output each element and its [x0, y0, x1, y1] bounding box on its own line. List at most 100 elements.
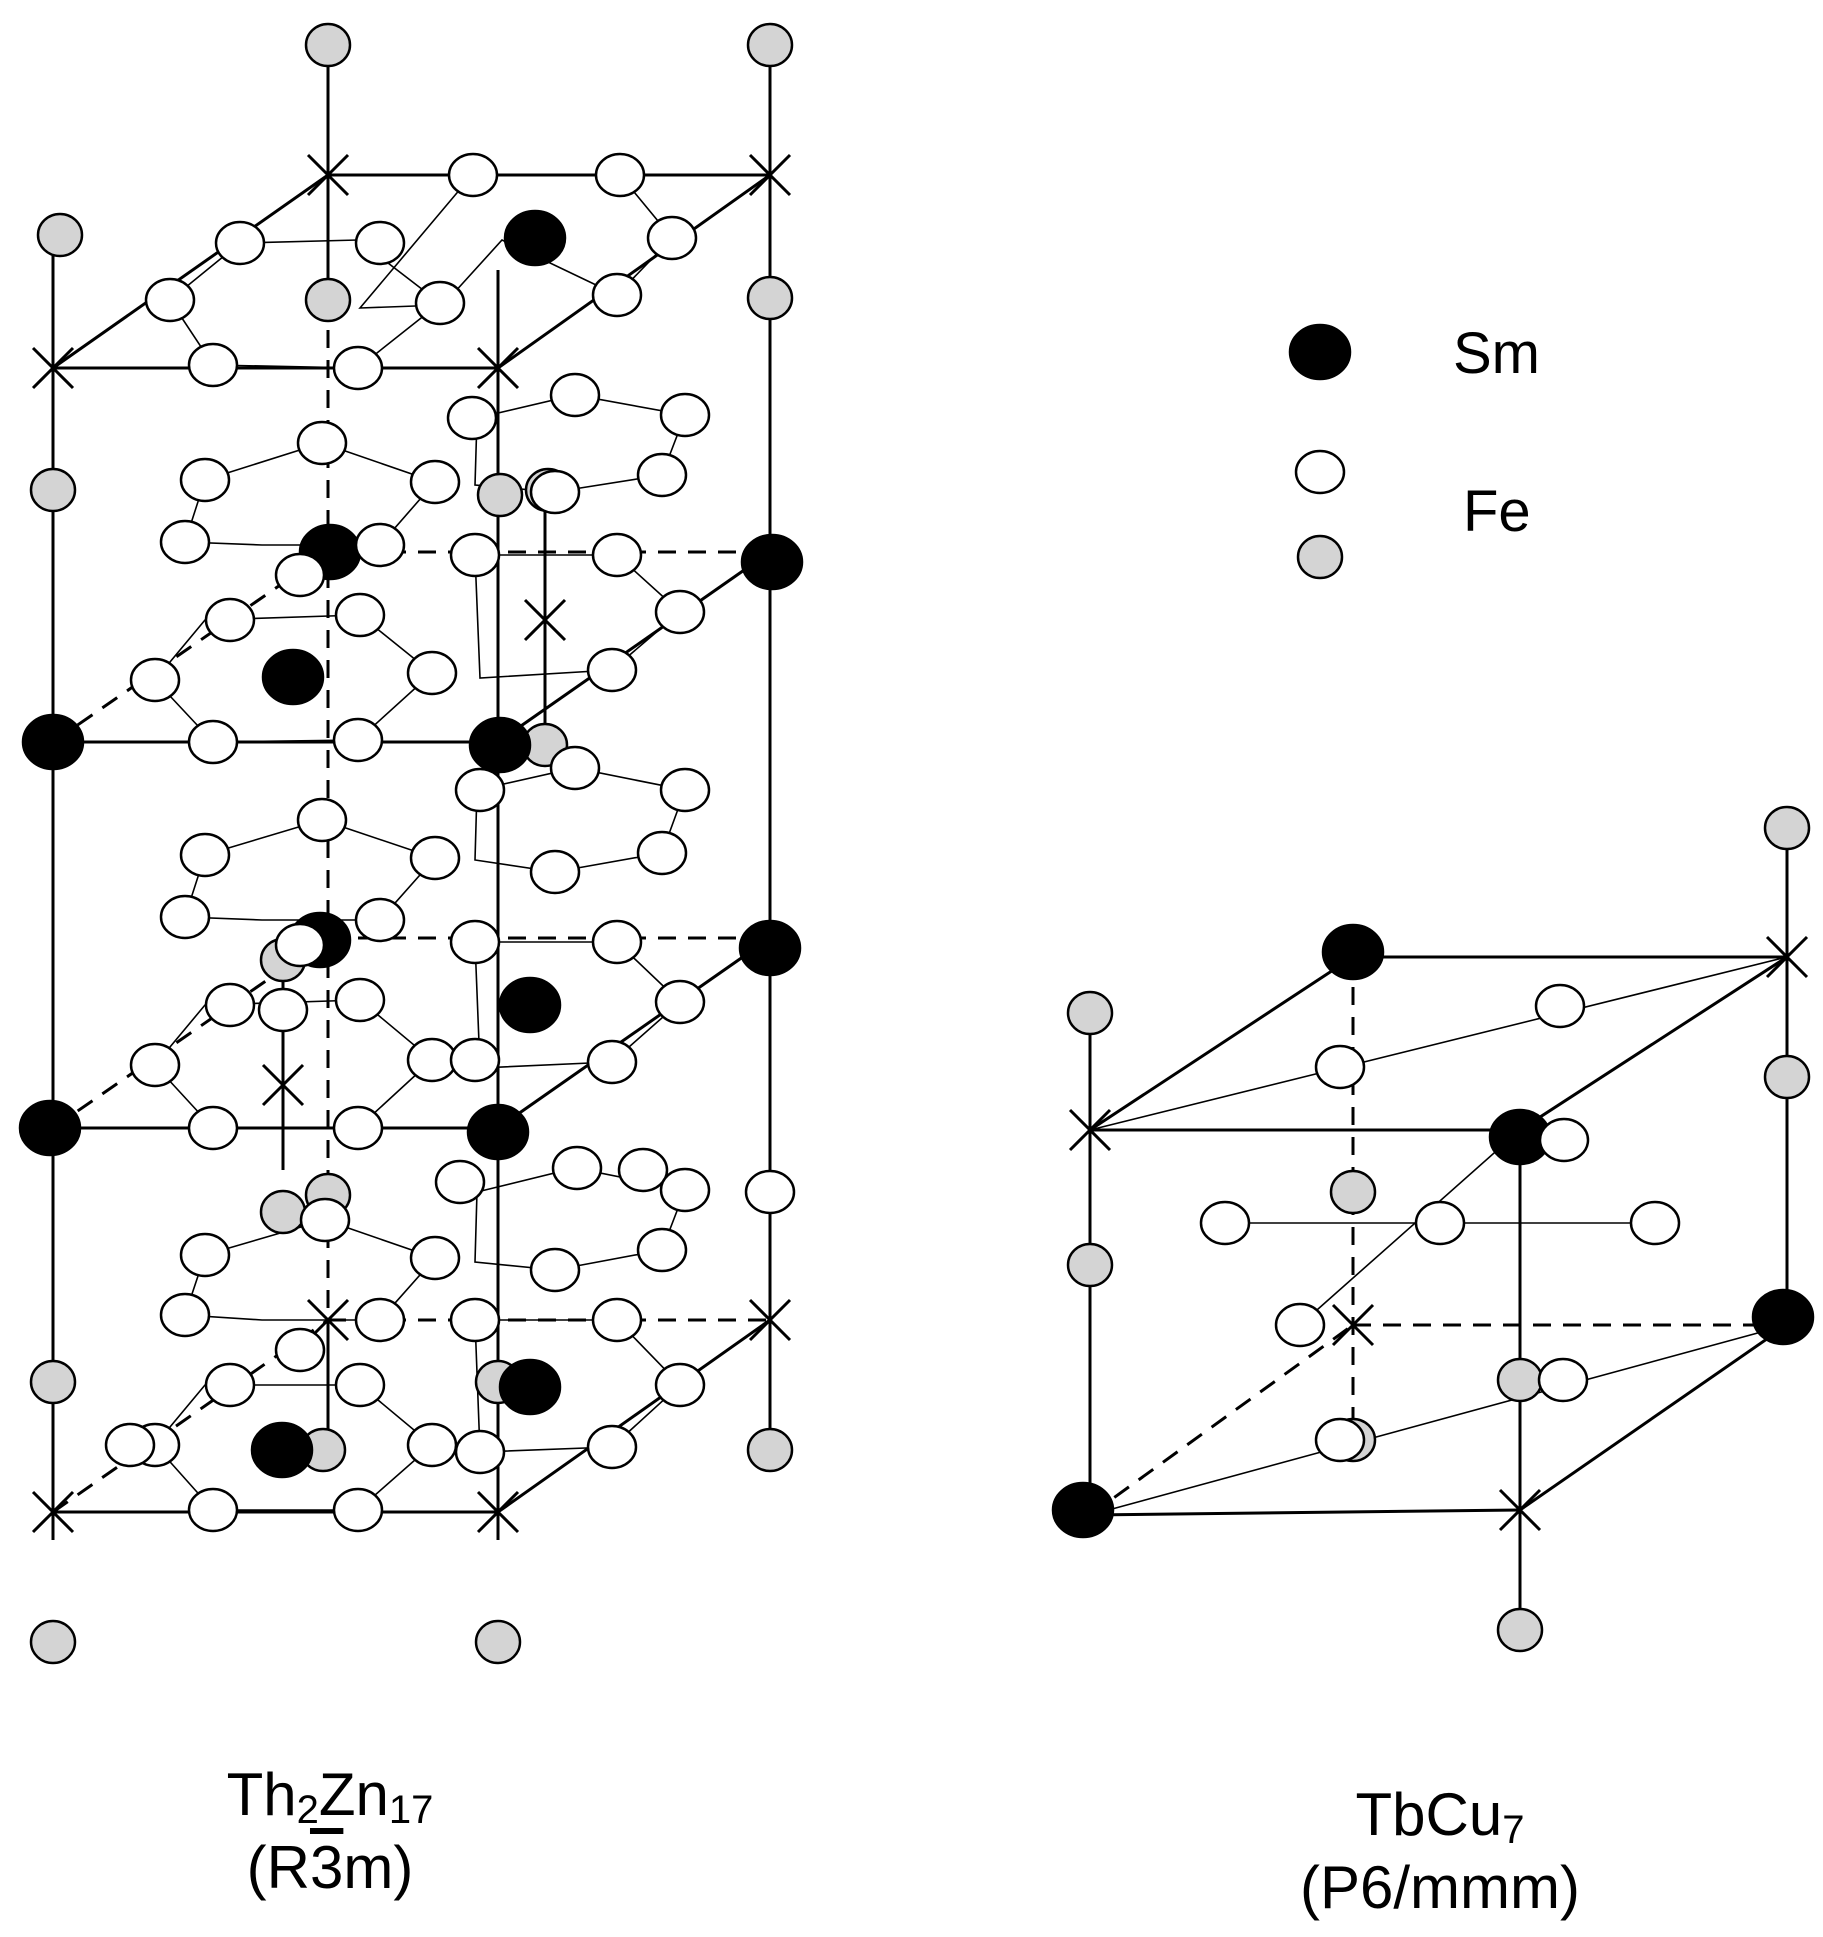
- cross-markers: [31, 153, 1809, 1534]
- fe-atom-white: [654, 1362, 706, 1408]
- fe-atom-white: [296, 420, 348, 466]
- fe-atom-white: [586, 647, 638, 693]
- fe-atom-white: [257, 987, 309, 1033]
- fe-atom-white: [591, 919, 643, 965]
- fe-atom-white: [1199, 1200, 1251, 1246]
- fe-atom-white: [129, 1042, 181, 1088]
- cross-marker: [476, 346, 520, 390]
- tbcu7-space-group: (P6/mmm): [1300, 1854, 1580, 1921]
- fe-atom-white: [591, 272, 643, 318]
- bond-line: [1089, 1323, 1354, 1517]
- cross-marker: [476, 1490, 520, 1534]
- fe-atom-white: [744, 1169, 796, 1215]
- fe-atom-gray: [29, 1359, 77, 1405]
- fe-atom-white: [179, 832, 231, 878]
- fe-atom-white: [187, 719, 239, 765]
- fe-atom-white: [332, 345, 384, 391]
- bond-line: [497, 936, 771, 1130]
- fe-atom-white: [354, 1297, 406, 1343]
- fe-atom-white: [354, 522, 406, 568]
- fe-atom-gray: [304, 22, 352, 68]
- fe-atom-white: [449, 919, 501, 965]
- sm-atom: [466, 1103, 530, 1161]
- fe-atom-white: [274, 922, 326, 968]
- sm-atom: [740, 533, 804, 591]
- fe-atom-white: [144, 277, 196, 323]
- fe-atom-gray: [36, 212, 84, 258]
- cross-marker: [748, 153, 792, 197]
- fe-atom-white: [654, 589, 706, 635]
- fe-atom-white: [449, 1037, 501, 1083]
- fe-atom-white: [446, 395, 498, 441]
- fe-atom-gray: [1763, 1054, 1811, 1100]
- cross-marker: [31, 1490, 75, 1534]
- cross-marker: [523, 598, 567, 642]
- fe-atom-white: [204, 982, 256, 1028]
- fe-atom-white: [409, 459, 461, 505]
- fe-atom-gray: [1763, 805, 1811, 851]
- fe-atom-white: [529, 469, 581, 515]
- bond-line: [497, 173, 771, 370]
- fe-atom-white: [447, 152, 499, 198]
- fe-atom-white: [334, 592, 386, 638]
- fe-atom-white: [1414, 1200, 1466, 1246]
- fe-atom-white: [594, 152, 646, 198]
- bond-line: [1519, 955, 1788, 1132]
- fe-atom-gray: [1066, 990, 1114, 1036]
- fe-atom-white: [454, 767, 506, 813]
- fe-atom-gray: [746, 1427, 794, 1473]
- legend-fe-label: Fe: [1463, 479, 1531, 544]
- cross-marker: [31, 346, 75, 390]
- fe-ring: [474, 554, 682, 679]
- fe-atom-white: [636, 1227, 688, 1273]
- fe-atom-white: [549, 745, 601, 791]
- fe-atom-white: [104, 1422, 156, 1468]
- fe-atom-white: [529, 1247, 581, 1293]
- legend-sm-label: Sm: [1453, 321, 1540, 386]
- fe-atom-white: [296, 797, 348, 843]
- fe-atom-white: [299, 1197, 351, 1243]
- sm-atom: [18, 1099, 82, 1157]
- fe-atom-white: [159, 1292, 211, 1338]
- fe-atom-white: [354, 897, 406, 943]
- cross-marker: [748, 1298, 792, 1342]
- sm-atom: [503, 209, 567, 267]
- fe-atom-white: [1314, 1417, 1366, 1463]
- fe-atom-white: [654, 979, 706, 1025]
- fe-atom-white: [549, 372, 601, 418]
- fe-atom-gray: [746, 275, 794, 321]
- fe-atom-gray: [1296, 534, 1344, 580]
- fe-atom-white: [636, 452, 688, 498]
- fe-atom-white: [187, 1487, 239, 1533]
- fe-atom-white: [586, 1424, 638, 1470]
- bond-line: [1089, 1508, 1521, 1517]
- fe-atom-white: [179, 457, 231, 503]
- sm-atom: [738, 919, 802, 977]
- sm-atom: [1051, 1481, 1115, 1539]
- sm-atom: [250, 1421, 314, 1479]
- tbcu7-formula: TbCu7: [1355, 1781, 1525, 1852]
- fe-atom-gray: [1496, 1607, 1544, 1653]
- cross-marker: [306, 153, 350, 197]
- fe-atom-white: [334, 1362, 386, 1408]
- fe-atom-gray: [1496, 1357, 1544, 1403]
- sm-atom: [1321, 923, 1385, 981]
- fe-atom-gray: [474, 1619, 522, 1665]
- fe-atom-white: [409, 1235, 461, 1281]
- fe-atom-white: [334, 977, 386, 1023]
- fe-atom-white: [1314, 1044, 1366, 1090]
- cross-marker: [261, 1063, 305, 1107]
- fe-atom-white: [332, 1105, 384, 1151]
- fe-atom-white: [454, 1429, 506, 1475]
- fe-atom-white: [1294, 449, 1346, 495]
- fe-atom-white: [159, 519, 211, 565]
- cross-marker: [1068, 1108, 1112, 1152]
- th2zn17-caption: Th2Zn17 (R3m): [170, 1760, 490, 1902]
- fe-atom-white: [1537, 1357, 1589, 1403]
- fe-atom-white: [274, 1327, 326, 1373]
- sm-atom: [261, 648, 325, 706]
- fe-atom-white: [586, 1039, 638, 1085]
- fe-atom-white: [1534, 983, 1586, 1029]
- fe-atom-white: [406, 1037, 458, 1083]
- bond-line: [1089, 1324, 1788, 1516]
